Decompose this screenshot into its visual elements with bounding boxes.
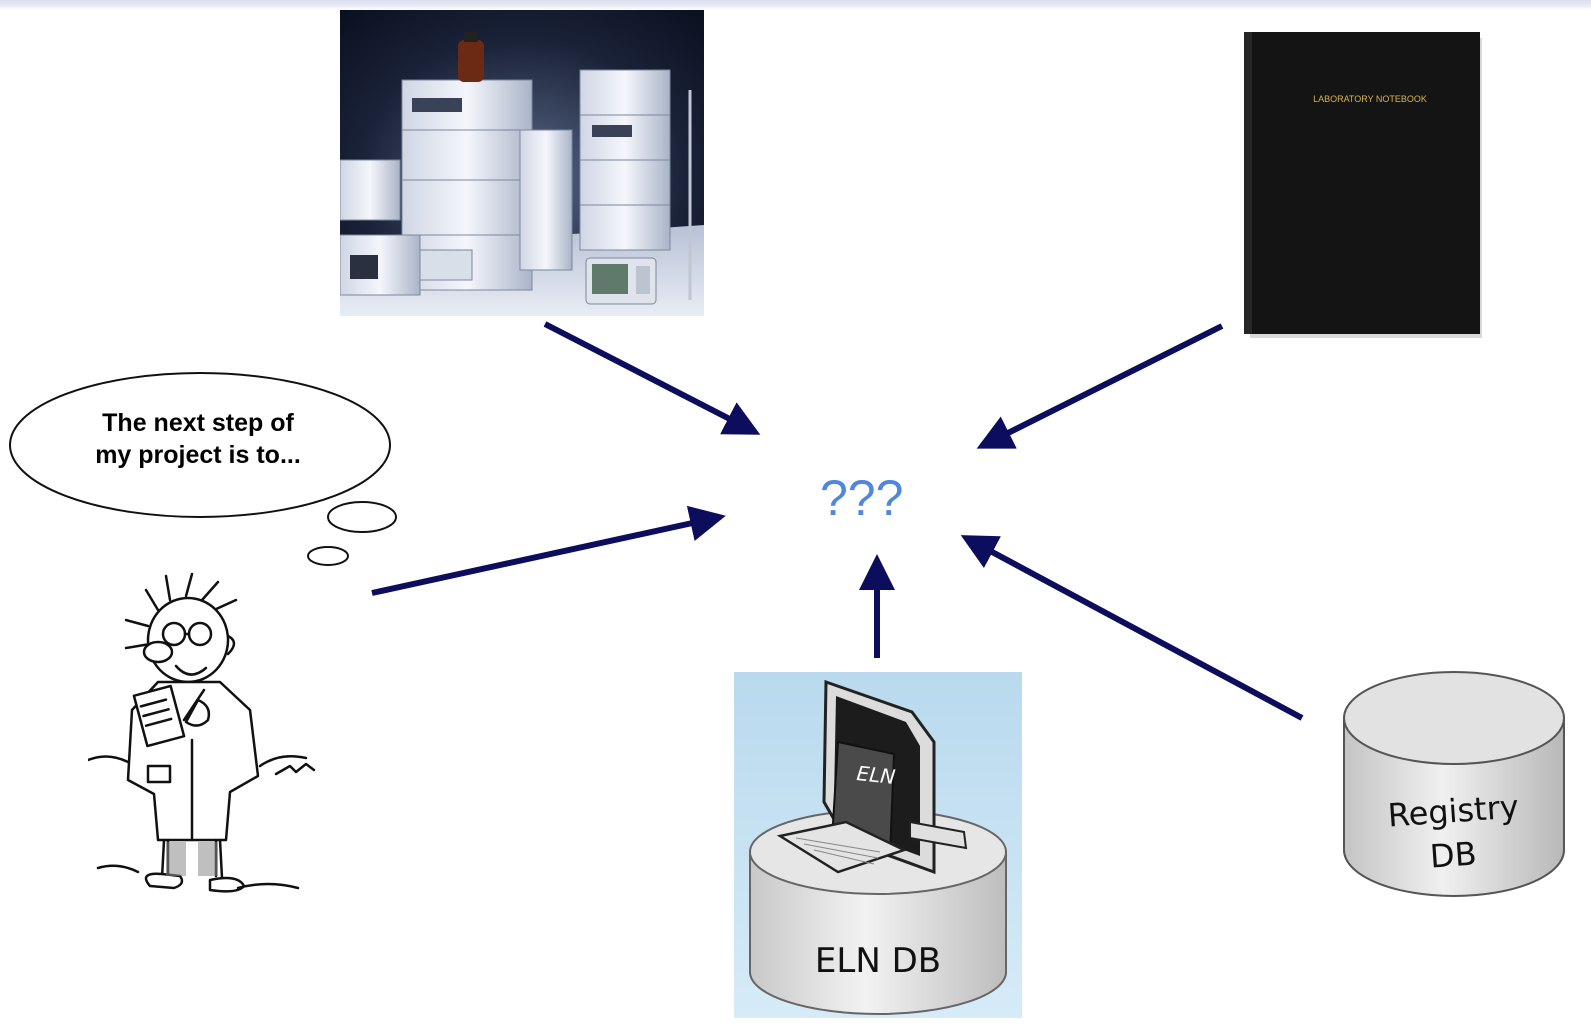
eln-db-icon: ELN ELN DB	[734, 672, 1022, 1018]
eln-screen-text: ELN	[855, 761, 896, 789]
registry-db-line-1: Registry	[1387, 788, 1520, 835]
thought-line-1: The next step of	[102, 409, 294, 437]
arrow-registry-to-center	[960, 535, 1304, 721]
lab-instruments-image	[340, 10, 704, 316]
arrow-instruments-to-center	[543, 321, 761, 435]
thought-bubble: The next step of my project is to...	[9, 372, 397, 566]
center-question-marks: ???	[820, 470, 904, 526]
eln-db-label: ELN DB	[815, 941, 941, 981]
top-band	[0, 0, 1591, 10]
scientist-cartoon	[88, 572, 316, 893]
notebook-title: LABORATORY NOTEBOOK	[1313, 94, 1427, 104]
thought-line-2: my project is to...	[95, 441, 301, 469]
arrow-notebook-to-center	[976, 323, 1224, 449]
laboratory-notebook-image: LABORATORY NOTEBOOK	[1244, 32, 1482, 338]
arrow-scientist-to-center	[371, 505, 726, 596]
registry-db-line-2: DB	[1429, 834, 1478, 875]
registry-db-icon: Registry DB	[1343, 671, 1565, 897]
